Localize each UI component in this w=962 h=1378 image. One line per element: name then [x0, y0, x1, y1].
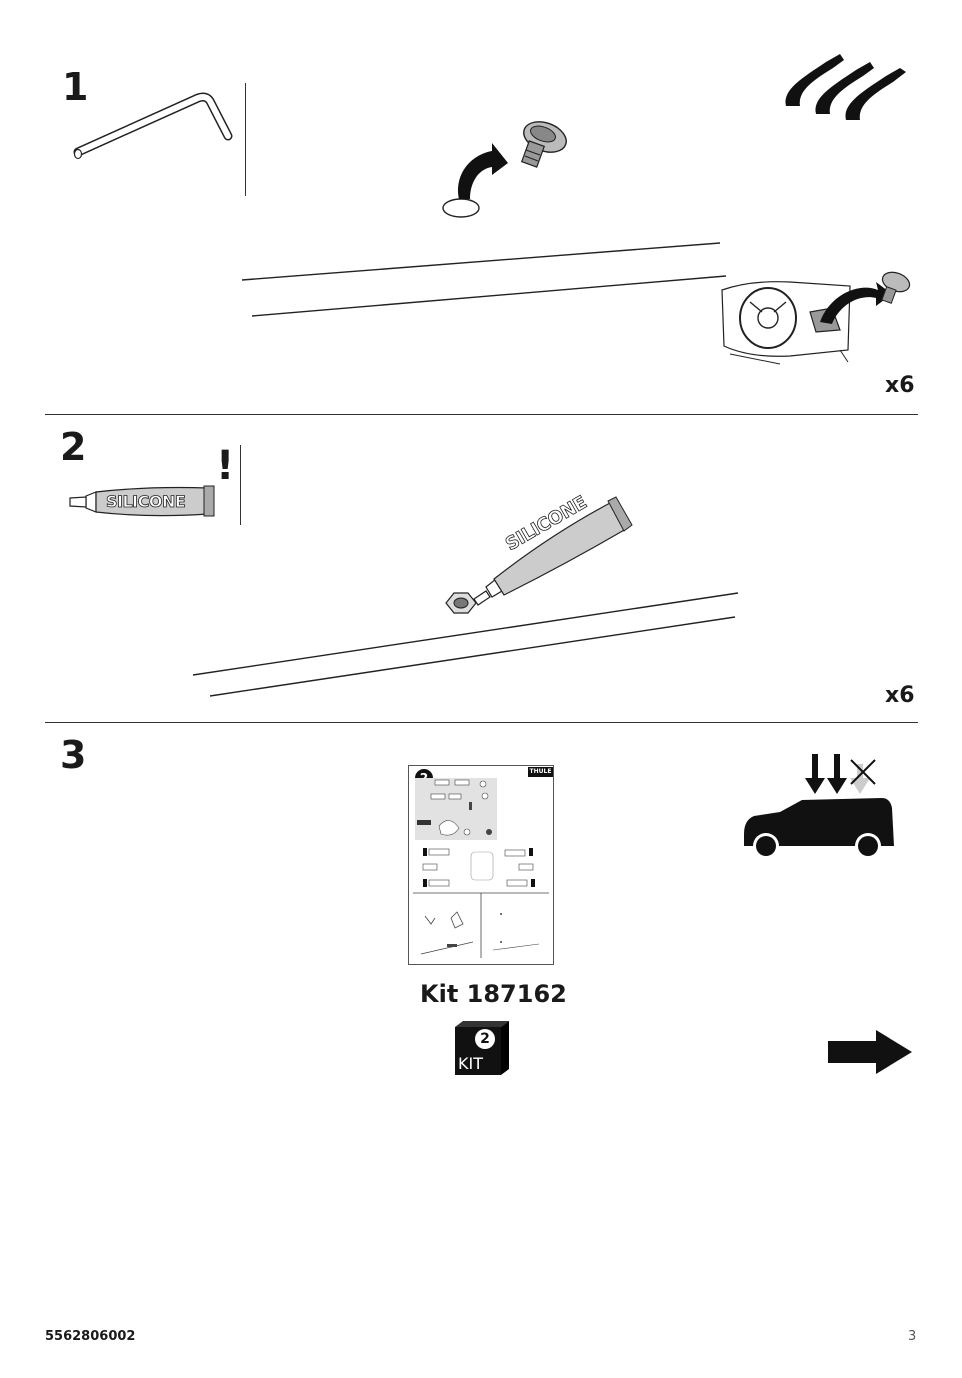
step-2-quantity: x6 — [885, 683, 915, 708]
kit-box-text: KIT — [458, 1054, 483, 1073]
silicone-tube-icon: SILICONE — [68, 482, 223, 522]
step-divider-1 — [45, 414, 918, 415]
step-2-separator — [240, 445, 241, 525]
threaded-plug-icon — [442, 121, 567, 218]
page-number: 3 — [908, 1329, 917, 1344]
step-1-quantity: x6 — [885, 373, 915, 398]
step-3-number: 3 — [60, 733, 87, 777]
step-2-number: 2 — [60, 425, 87, 469]
silicone-tube-label: SILICONE — [106, 492, 187, 512]
step-1-separator — [245, 83, 246, 196]
kit-box-icon: 2 KIT — [453, 1019, 511, 1077]
silicone-application-icon: SILICONE — [440, 492, 640, 625]
car-roof-load-icon — [744, 754, 894, 859]
manual-brand-logo: THULE — [528, 767, 553, 777]
instruction-manual-icon: 2 THULE — [408, 765, 554, 965]
warning-icon: ! — [216, 443, 235, 489]
next-arrow-icon[interactable] — [826, 1028, 914, 1078]
step-1-number: 1 — [62, 65, 89, 109]
kit-box-number: 2 — [475, 1029, 495, 1049]
roof-rails-icon — [785, 54, 906, 120]
kit-number-label: Kit 187162 — [420, 980, 567, 1008]
step-divider-2 — [45, 722, 918, 723]
allen-key-icon — [73, 92, 233, 160]
document-code: 5562806002 — [45, 1329, 136, 1344]
step-2-roof-lines — [192, 592, 739, 697]
step-1-roof-lines — [241, 242, 727, 317]
car-interior-icon — [721, 271, 911, 365]
